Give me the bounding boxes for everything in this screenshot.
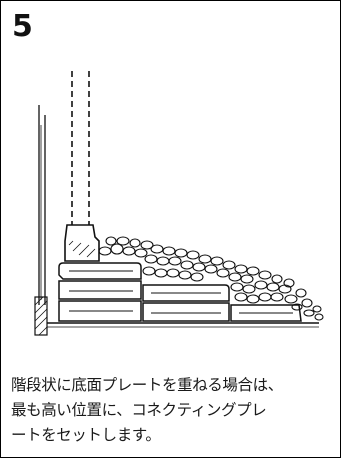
step-number: 5	[12, 9, 33, 44]
stones	[98, 236, 324, 321]
caption-line: 最も高い位置に、コネクティングプレ	[11, 401, 267, 419]
plate-mid-left	[58, 280, 142, 300]
connecting-plate	[64, 224, 100, 262]
plate-bottom-2	[142, 302, 230, 322]
caption-line: 階段状に底面プレートを重ねる場合は、	[11, 376, 283, 394]
instruction-caption: 階段状に底面プレートを重ねる場合は、 最も高い位置に、コネクティングプレ ートを…	[11, 373, 335, 448]
stacked-plates-illustration	[34, 71, 324, 336]
plate-mid-right	[142, 284, 230, 302]
plate-bottom-1	[58, 300, 142, 322]
caption-line: ートをセットします。	[11, 426, 161, 444]
plate-bottom-3	[230, 304, 302, 322]
footing	[34, 296, 48, 336]
plate-top-left	[58, 262, 142, 280]
